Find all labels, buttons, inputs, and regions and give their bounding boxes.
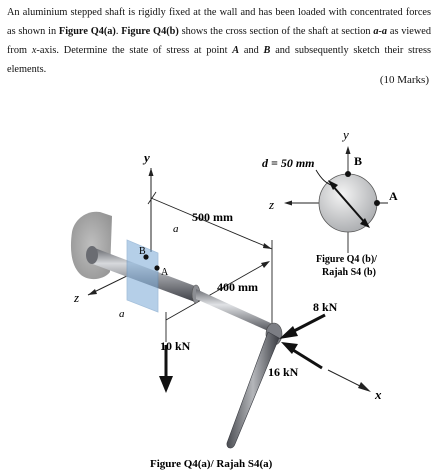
force-10kn-label: 10 kN — [160, 339, 191, 353]
figure-b-caption-1: Figure Q4 (b)/ — [316, 254, 377, 265]
dim-400-arrowhead — [261, 261, 270, 268]
figure-a: y z 500 mm 400 mm a a B A — [70, 150, 382, 470]
force-16kn-arrowhead — [281, 342, 298, 354]
z-axis-arrowhead — [88, 289, 97, 295]
x-axis-line — [327, 369, 363, 388]
point-a-ref: A — [232, 45, 240, 56]
problem-text-4: as viewed from — [7, 26, 432, 56]
section-label-a-top: a — [173, 223, 179, 235]
diameter-line — [331, 184, 367, 225]
cross-section-y-arrowhead — [345, 146, 351, 154]
force-16kn-shaft — [292, 348, 323, 370]
dimension-500mm: 500 mm — [192, 210, 233, 224]
y-axis-arrowhead — [148, 168, 154, 176]
problem-text-6: and — [239, 45, 264, 56]
figure-a-caption: Figure Q4(a)/ Rajah S4(a) — [150, 458, 273, 470]
marks-label: (10 Marks) — [379, 74, 429, 86]
force-10kn-arrowhead — [159, 376, 173, 393]
diameter-arrowhead-top — [328, 180, 338, 190]
cross-section-z-label: z — [268, 197, 274, 212]
figure-b-caption-2: Rajah S4 (b) — [322, 267, 376, 278]
figure-b: y z d = 50 mm B A Figure Q4 (b)/ Rajah S… — [262, 127, 398, 278]
dim-400-line — [165, 261, 269, 321]
diameter-label: d = 50 mm — [262, 156, 315, 170]
cross-section-point-b — [345, 171, 351, 177]
problem-text-3: shows the cross section of the shaft at … — [178, 26, 374, 37]
problem-text-7: and subsequently sketch their stress ele… — [7, 45, 432, 75]
x-axis-arrowhead — [358, 382, 371, 392]
cross-section-label-b: B — [354, 154, 362, 168]
point-b-marker — [143, 254, 149, 260]
problem-text-1: An aluminium stepped shaft is rigidly fi… — [7, 7, 431, 37]
force-16kn-label: 16 kN — [268, 365, 299, 379]
dim-500-tick-left — [147, 191, 157, 205]
diameter-arrowhead-bottom — [360, 218, 370, 228]
cross-section-z-arrowhead — [284, 200, 292, 206]
problem-statement: An aluminium stepped shaft is rigidly fi… — [7, 3, 431, 79]
diameter-leader — [315, 169, 334, 187]
fixed-wall — [70, 211, 112, 280]
problem-text-2: . — [115, 26, 122, 37]
z-axis-label: z — [73, 290, 79, 305]
figure-a-reference: Figure Q4(a) — [58, 26, 116, 37]
dim-500-arrowhead — [263, 243, 272, 249]
dimension-400mm: 400 mm — [217, 280, 258, 294]
figure-b-reference: Figure Q4(b) — [121, 26, 179, 37]
problem-text-5: -axis. Determine the state of stress at … — [36, 45, 233, 56]
cross-section-y-label: y — [341, 127, 349, 142]
section-label-a-bottom: a — [119, 308, 125, 320]
axis-label: x — [31, 45, 37, 56]
lever-arm — [226, 331, 280, 449]
force-8kn-shaft — [291, 313, 326, 334]
section-plane-aa — [126, 239, 159, 313]
shaft-small-segment — [196, 289, 275, 334]
force-8kn-label: 8 kN — [313, 300, 338, 314]
section-label: a-a — [373, 26, 388, 37]
point-a-label: A — [161, 267, 169, 278]
point-b-label: B — [139, 246, 146, 257]
point-b-ref: B — [263, 45, 271, 56]
x-axis-label: x — [374, 387, 382, 402]
cross-section-label-a: A — [389, 189, 398, 203]
y-axis-label: y — [142, 150, 150, 165]
point-a-marker — [154, 265, 160, 271]
cross-section-point-a — [374, 200, 380, 206]
force-8kn-arrowhead — [279, 326, 298, 339]
dim-500-extension — [150, 197, 273, 250]
